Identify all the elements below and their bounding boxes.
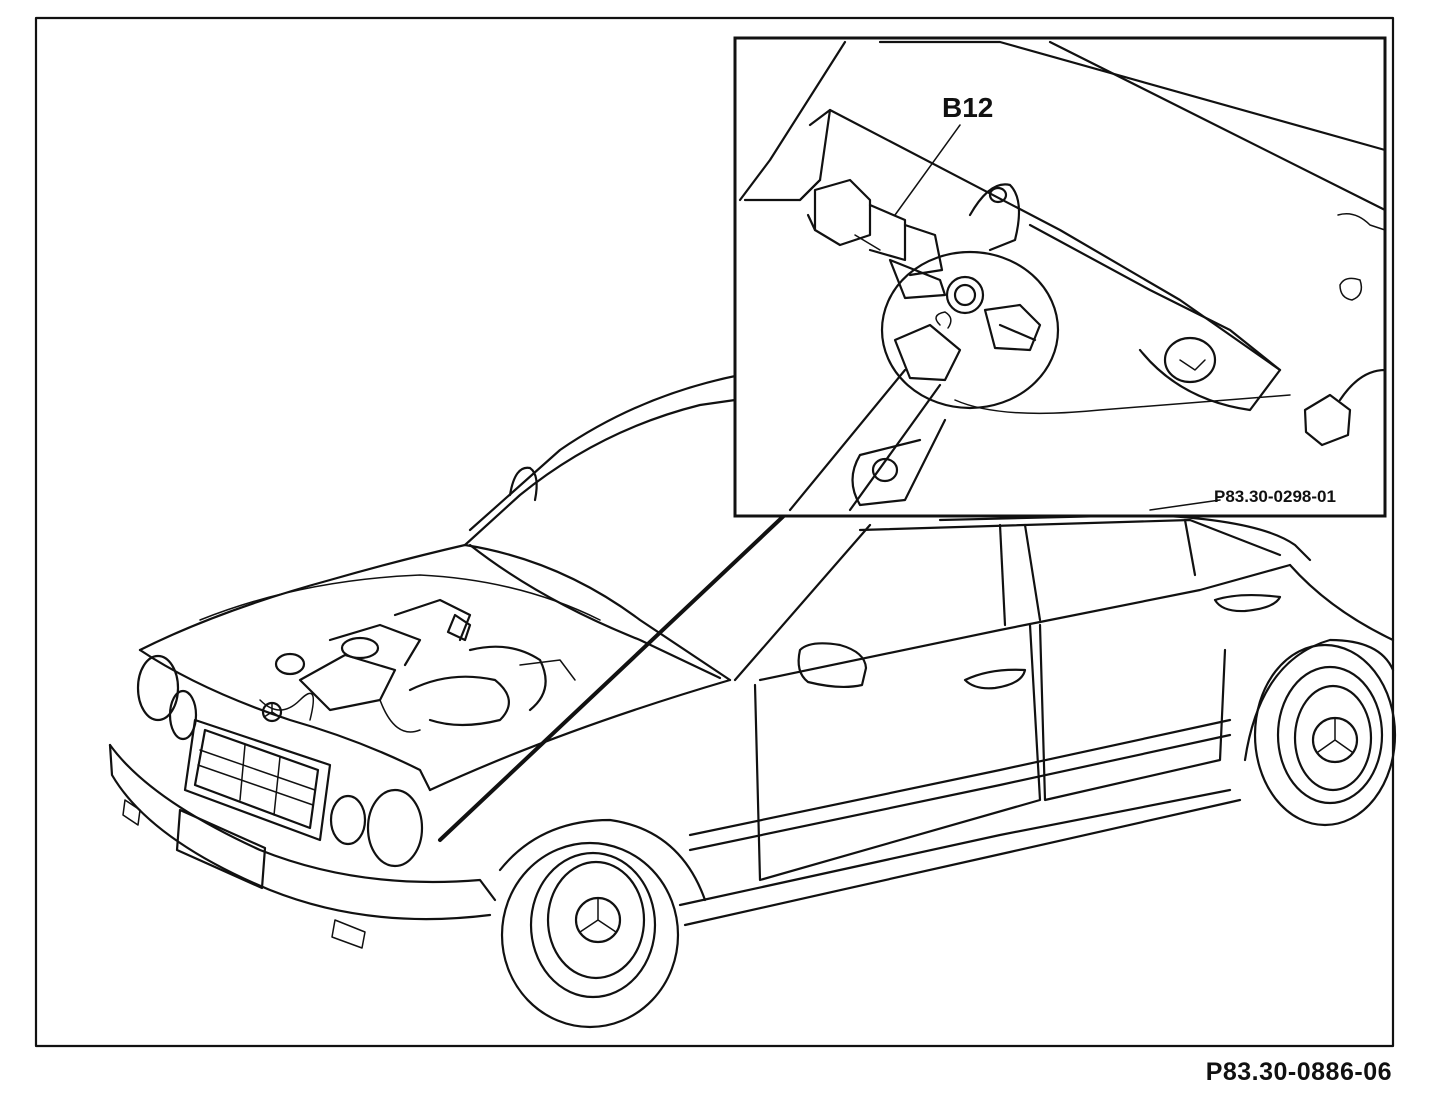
left-headlight-outer — [136, 654, 180, 722]
body-side-crease — [688, 718, 1232, 837]
car-c-pillar — [1183, 518, 1197, 577]
outer-frame — [34, 16, 1395, 1048]
car-b-pillar-2 — [1023, 523, 1042, 622]
car-roof-line — [468, 370, 762, 532]
body-sill — [678, 788, 1232, 907]
engine-bay — [259, 598, 576, 733]
hood-open-line — [199, 574, 601, 621]
hood-outline — [138, 543, 732, 682]
rear-door-handle — [1213, 594, 1282, 613]
license-plate — [175, 808, 267, 890]
antenna-stub — [508, 466, 538, 502]
inset-detail — [733, 36, 1387, 518]
rear-wheel — [1243, 638, 1397, 827]
body-side-crease-2 — [688, 733, 1232, 852]
front-wheel — [498, 818, 707, 1029]
car-windshield — [463, 398, 737, 547]
front-door-outline — [753, 623, 1042, 882]
right-headlight-inner — [329, 794, 367, 846]
inset-frame — [733, 36, 1387, 518]
right-headlight-outer — [366, 788, 424, 868]
fog-light-right — [331, 919, 366, 949]
rear-fender — [1288, 563, 1395, 642]
car-side-window-top — [858, 518, 1282, 557]
body-sill-lower — [683, 798, 1242, 927]
mercedes-hood-star — [261, 701, 283, 723]
car-a-pillar — [733, 523, 872, 682]
refrigerant-line — [893, 323, 962, 382]
hood-front-edge — [138, 648, 432, 792]
callout-leader — [894, 124, 961, 216]
rear-door-outline — [1038, 623, 1227, 802]
car-b-pillar — [998, 523, 1007, 627]
hood-side-edge — [428, 678, 732, 792]
left-headlight-inner — [168, 689, 198, 741]
car-window-sill — [758, 563, 1292, 682]
leader-line — [438, 508, 792, 842]
side-mirror — [797, 642, 868, 689]
front-bumper — [108, 743, 497, 902]
car-illustration — [108, 370, 1397, 1029]
receiver-drier — [880, 183, 1060, 410]
front-grille — [183, 718, 332, 842]
inset-figure-id: P83.30-0298-01 — [1214, 487, 1336, 506]
callout-label-b12: B12 — [942, 92, 994, 123]
front-door-handle — [963, 668, 1027, 690]
fog-light-left — [122, 799, 141, 826]
pressure-switch-b12 — [806, 178, 947, 300]
figure-id: P83.30-0886-06 — [1205, 1058, 1392, 1086]
